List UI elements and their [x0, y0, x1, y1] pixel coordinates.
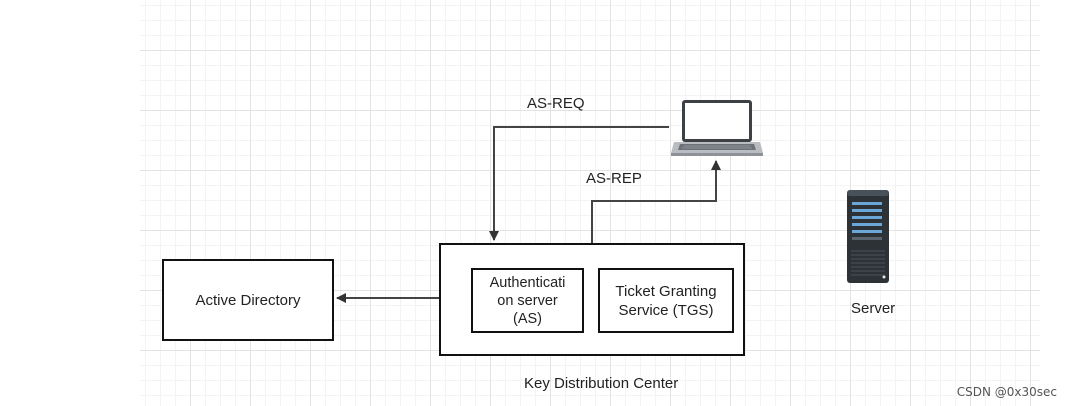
tgs-label: Ticket Granting Service (TGS) [615, 282, 717, 319]
kdc-label: Key Distribution Center [524, 375, 679, 392]
as-req-arrow [489, 126, 669, 241]
active-directory-label: Active Directory [195, 291, 301, 309]
watermark: CSDN @0x30sec [956, 385, 1057, 399]
laptop-icon[interactable] [670, 98, 764, 158]
as-rep-arrow [591, 160, 721, 243]
as-req-label: AS-REQ [527, 95, 585, 112]
authentication-server-node[interactable]: Authenticati on server (AS) [471, 268, 584, 333]
as-label: Authenticati on server (AS) [489, 274, 566, 327]
as-rep-label: AS-REP [586, 170, 642, 187]
server-rack-icon[interactable] [846, 189, 890, 285]
active-directory-node[interactable]: Active Directory [162, 259, 334, 341]
server-label: Server [851, 300, 896, 317]
tgs-node[interactable]: Ticket Granting Service (TGS) [598, 268, 734, 333]
